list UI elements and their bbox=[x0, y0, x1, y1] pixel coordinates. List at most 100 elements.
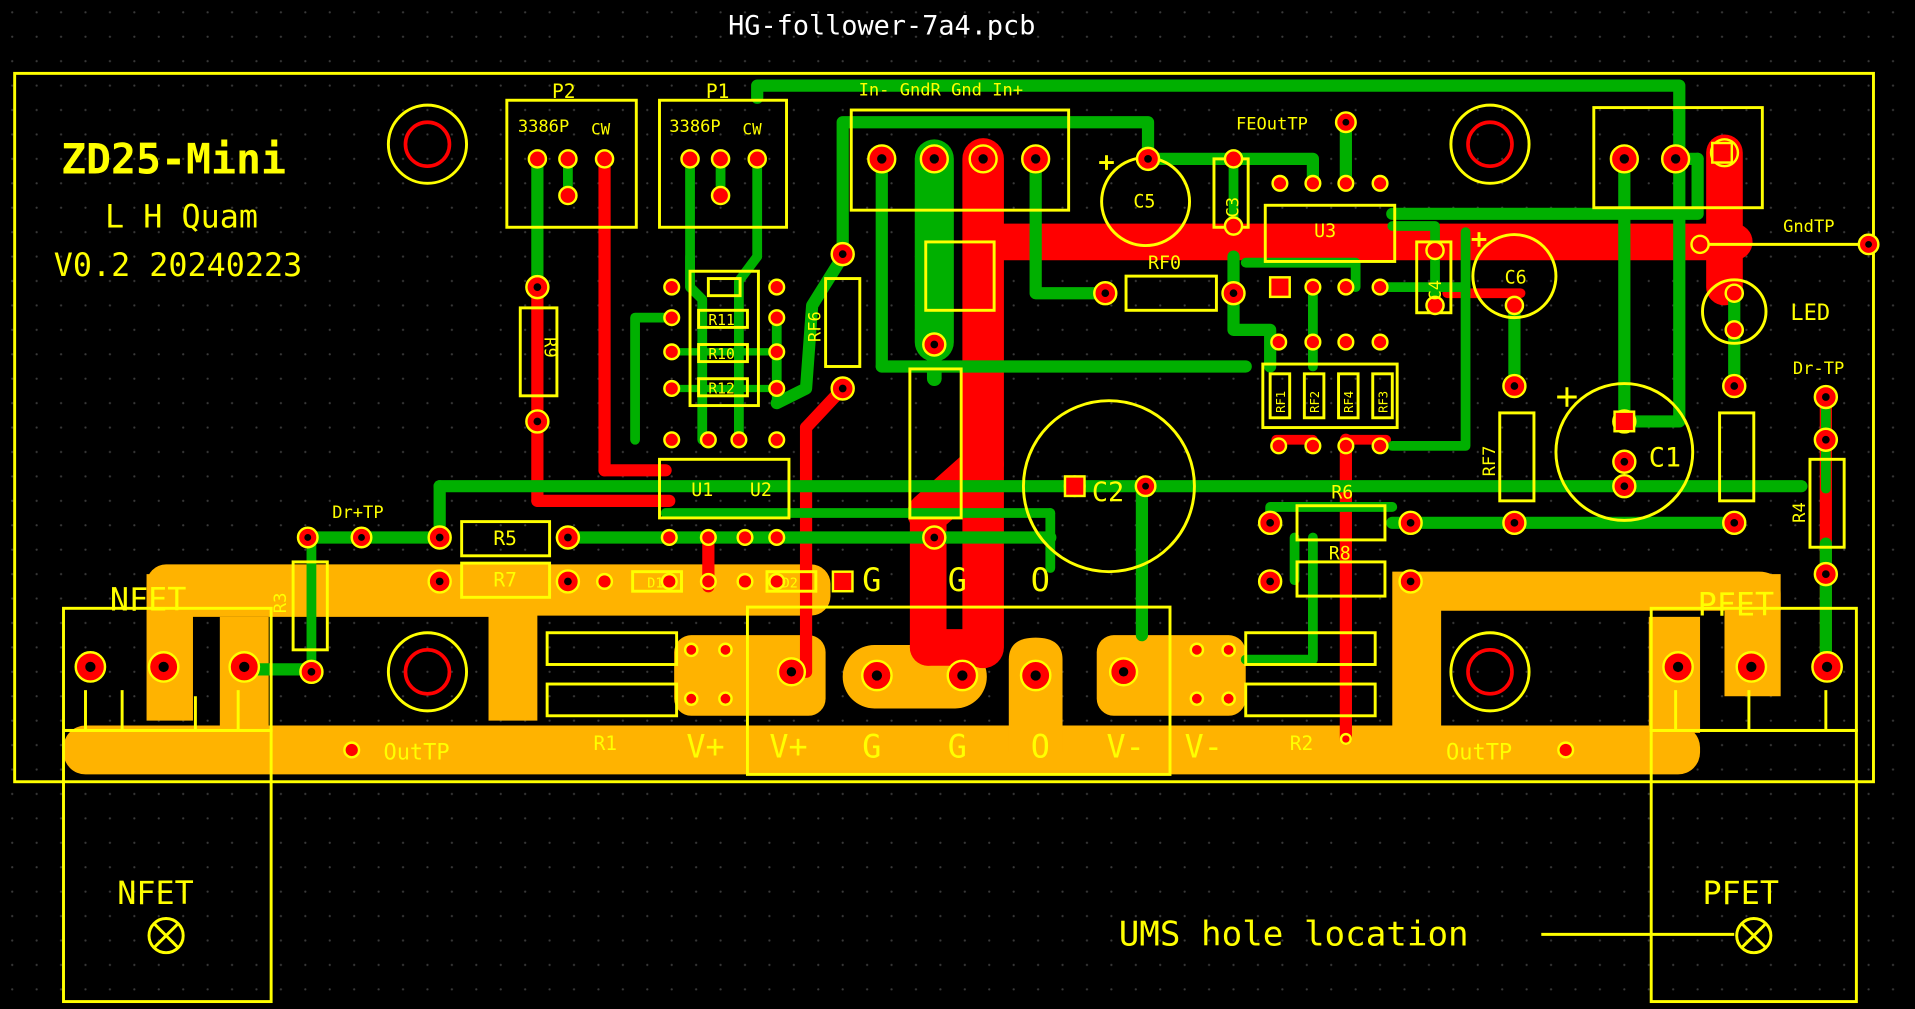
pad-drill-hole bbox=[1144, 155, 1152, 163]
pad bbox=[1223, 149, 1244, 169]
label-nfet: NFET bbox=[110, 583, 186, 619]
pad bbox=[747, 149, 767, 169]
pad bbox=[1425, 240, 1445, 261]
pad-drill-hole bbox=[564, 577, 572, 586]
window-title: HG-follower-7a4.pcb bbox=[728, 10, 1035, 41]
pad-drill-hole bbox=[1118, 667, 1129, 677]
label-p2-trim: 3386P bbox=[518, 117, 569, 137]
label-d1: D1 bbox=[647, 577, 663, 592]
power-label-3: G bbox=[948, 729, 967, 765]
pad-drill-hole bbox=[1730, 382, 1739, 390]
label-d2: D2 bbox=[782, 577, 798, 592]
power-label-4: O bbox=[1031, 729, 1050, 765]
label-r8: R8 bbox=[1329, 543, 1351, 564]
pad bbox=[1371, 174, 1389, 192]
label-led: LED bbox=[1790, 301, 1830, 326]
pad-drill-hole bbox=[435, 533, 444, 542]
label-gnd-tp: GndTP bbox=[1783, 217, 1834, 237]
label-c6: C6 bbox=[1505, 267, 1527, 288]
pad bbox=[680, 149, 700, 169]
label-pfet: PFET bbox=[1698, 588, 1774, 624]
label-p1: P1 bbox=[706, 80, 730, 103]
pad bbox=[768, 309, 786, 327]
pad-drill-hole bbox=[838, 384, 847, 393]
pad bbox=[595, 572, 614, 590]
pad bbox=[730, 431, 748, 449]
pad bbox=[699, 431, 717, 449]
pad bbox=[663, 278, 681, 296]
label-dr-plus-tp: Dr+TP bbox=[332, 503, 383, 523]
pad bbox=[1724, 320, 1745, 340]
pad bbox=[1304, 437, 1322, 455]
board-name: ZD25-Mini bbox=[61, 135, 286, 184]
pad bbox=[1339, 732, 1352, 746]
pad-drill-hole bbox=[1865, 240, 1873, 248]
pad bbox=[683, 691, 699, 707]
pad-drill-hole bbox=[1406, 518, 1415, 527]
pad bbox=[718, 691, 733, 707]
pad bbox=[1189, 642, 1205, 658]
pad-drill-hole bbox=[1620, 457, 1629, 466]
pad bbox=[1371, 333, 1389, 351]
pad bbox=[1223, 216, 1244, 236]
label-c5: C5 bbox=[1133, 192, 1155, 213]
label-r10: R10 bbox=[708, 346, 734, 363]
pad bbox=[1371, 278, 1389, 296]
pad-drill-hole bbox=[877, 154, 887, 164]
pad bbox=[663, 343, 681, 361]
label-out-tp-right: OutTP bbox=[1446, 741, 1512, 766]
label-p2-cw: CW bbox=[591, 119, 611, 138]
pads bbox=[74, 111, 1880, 759]
pad bbox=[1270, 437, 1288, 455]
power-label-6: V- bbox=[1185, 729, 1223, 765]
pad bbox=[1189, 691, 1205, 707]
pad-drill-hole bbox=[1030, 154, 1041, 164]
target-icon bbox=[147, 917, 185, 955]
label-u1: U1 bbox=[691, 480, 713, 501]
silkscreen-text: ZD25-Mini L H Quam V0.2 20240223 P2 P1 3… bbox=[54, 80, 1845, 955]
component-outlines bbox=[84, 98, 1869, 731]
label-r1: R1 bbox=[594, 732, 618, 755]
power-label-1: V+ bbox=[769, 729, 807, 765]
pad-drill-hole bbox=[1672, 661, 1684, 673]
pad-drill-hole bbox=[978, 154, 988, 164]
pad-drill-hole bbox=[533, 283, 542, 291]
label-u2: U2 bbox=[750, 480, 772, 501]
top-copper-layer bbox=[531, 134, 1832, 746]
label-r2: R2 bbox=[1290, 732, 1314, 755]
label-rf3: RF3 bbox=[1376, 391, 1390, 413]
board-author: L H Quam bbox=[105, 199, 258, 235]
pad-drill-hole bbox=[1821, 661, 1833, 673]
pad bbox=[1504, 295, 1525, 316]
pad bbox=[768, 431, 786, 449]
pad-drill-hole bbox=[930, 533, 939, 542]
pad bbox=[663, 379, 681, 398]
pad-drill-hole bbox=[358, 534, 365, 541]
pad-drill-hole bbox=[1406, 577, 1415, 586]
label-out-tp-left: OutTP bbox=[383, 741, 449, 766]
label-c3: C3 bbox=[1223, 197, 1243, 218]
label-upper-g1: G bbox=[862, 563, 881, 599]
pad-drill-hole bbox=[1619, 154, 1630, 164]
pad-drill-hole bbox=[1142, 482, 1149, 490]
pad-drill-hole bbox=[307, 667, 316, 676]
label-r9: R9 bbox=[540, 337, 560, 358]
label-r4: R4 bbox=[1790, 502, 1810, 523]
pad bbox=[594, 149, 615, 169]
pad-drill-hole bbox=[239, 661, 250, 673]
board-outline bbox=[13, 71, 1875, 1004]
label-input-header: In- GndR Gnd In+ bbox=[859, 80, 1024, 100]
label-dr-minus-tp: Dr-TP bbox=[1793, 359, 1844, 379]
square-pad bbox=[1268, 276, 1291, 299]
label-rf4: RF4 bbox=[1342, 391, 1356, 413]
label-r6: R6 bbox=[1331, 482, 1353, 503]
mounting-holes bbox=[147, 103, 1773, 955]
pad bbox=[1337, 437, 1355, 455]
pad-drill-hole bbox=[158, 661, 169, 673]
pad bbox=[527, 149, 548, 169]
pad bbox=[710, 149, 731, 169]
label-r11: R11 bbox=[708, 312, 734, 329]
pad-drill-hole bbox=[1821, 570, 1830, 578]
pad-drill-hole bbox=[1510, 518, 1519, 527]
